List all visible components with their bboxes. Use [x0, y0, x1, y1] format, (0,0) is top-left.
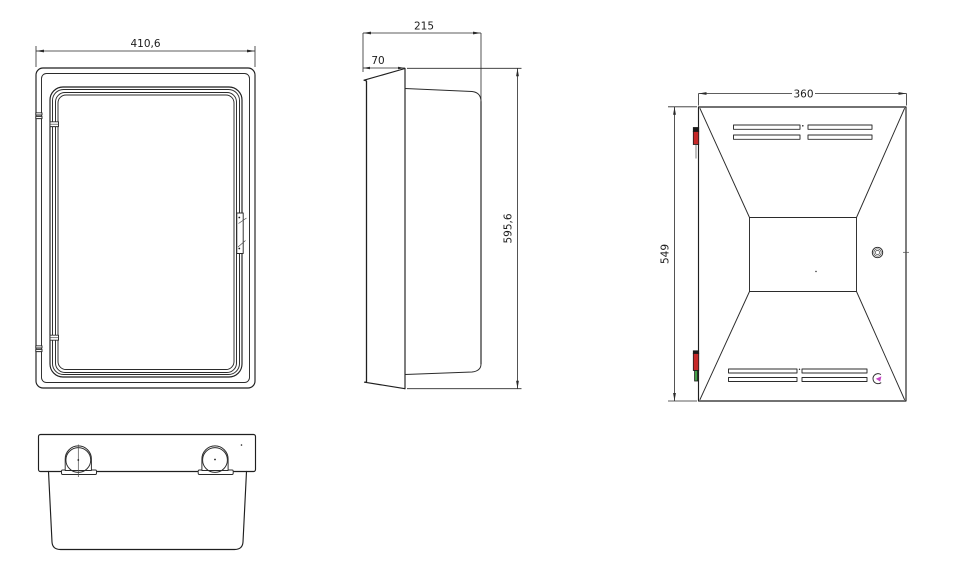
hinge-mark-bottom: [35, 334, 59, 353]
side-door-depth-dimension: 70: [363, 55, 405, 70]
side-profile: [363, 67, 482, 390]
cable-knockout-right: [197, 445, 234, 475]
front-outline: [35, 67, 256, 389]
door-panel-outline: [697, 106, 907, 402]
side-height-dimension: 595,6: [407, 67, 522, 390]
door-inside-view: 360 549: [660, 89, 909, 402]
dim-arrow: [363, 66, 370, 70]
cable-knockout-left: [61, 444, 97, 477]
top-view: [37, 433, 257, 551]
dim-arrow: [247, 49, 255, 53]
center-mark-dot: [240, 444, 243, 446]
vent-slots-top: [733, 124, 873, 140]
hinge-mark-top: [35, 112, 59, 128]
front-view: 410,6: [35, 38, 256, 389]
dim-arrow: [516, 380, 519, 389]
dim-arrow: [673, 393, 676, 401]
vent-slots-bottom: [728, 368, 868, 382]
dim-arrow: [398, 66, 405, 70]
door-width-label: 360: [793, 89, 813, 101]
hinge-bottom-icon: [692, 350, 700, 382]
door-width-dimension: 360: [698, 89, 907, 106]
door-height-dimension: 549: [660, 106, 697, 402]
hinge-top-icon: [692, 127, 700, 159]
dim-arrow: [516, 68, 519, 77]
center-mark-dot: [815, 270, 817, 273]
top-view-flange: [37, 433, 257, 473]
lock-icon: [871, 246, 909, 259]
side-height-label: 595,6: [503, 213, 515, 243]
front-width-label: 410,6: [130, 38, 160, 50]
top-view-body: [47, 470, 248, 551]
lock-slot: [236, 212, 247, 254]
dim-arrow: [363, 31, 371, 35]
dim-arrow: [898, 92, 907, 95]
side-view: 215 70 595,6: [362, 21, 522, 390]
side-door-depth-label: 70: [371, 55, 384, 67]
front-width-dimension: 410,6: [35, 38, 256, 67]
dim-arrow: [473, 31, 481, 35]
door-height-label: 549: [660, 244, 672, 264]
dim-arrow: [36, 49, 44, 53]
side-depth-label: 215: [414, 21, 434, 33]
side-depth-dimension: 215: [362, 21, 482, 101]
dim-arrow: [673, 106, 676, 115]
rotation-arrow-icon: [872, 373, 882, 385]
dim-arrow: [698, 92, 707, 95]
